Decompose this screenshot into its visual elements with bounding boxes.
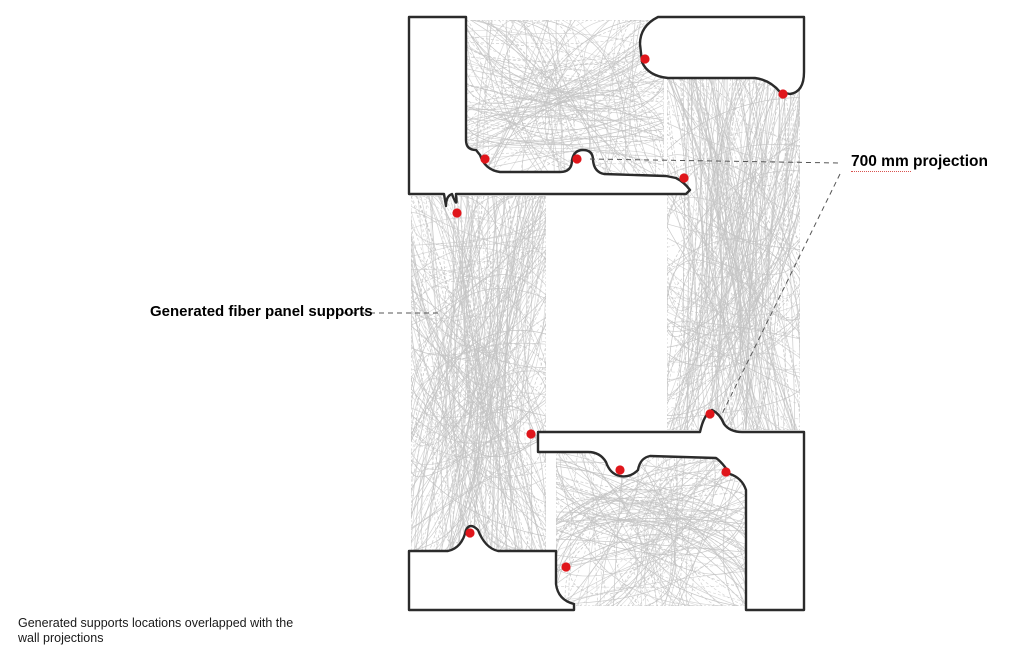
annotation-projection: 700 mm projection — [851, 153, 988, 170]
leader-projection-top — [589, 158, 841, 164]
support-point — [465, 528, 475, 538]
support-point — [526, 429, 536, 439]
fiber-region-tl — [466, 20, 664, 178]
leader-lines — [343, 158, 841, 415]
wall-bottom-right — [536, 408, 806, 612]
support-point — [679, 173, 689, 183]
wall-projections — [407, 15, 806, 612]
support-point — [705, 409, 715, 419]
support-point — [452, 208, 462, 218]
annotation-fiber-panel-supports: Generated fiber panel supports — [150, 303, 373, 320]
support-point — [721, 467, 731, 477]
support-point — [640, 54, 650, 64]
support-point — [480, 154, 490, 164]
fiber-region-r — [667, 78, 800, 430]
wall-top-left — [407, 15, 692, 208]
support-point — [778, 89, 788, 99]
support-point — [561, 562, 571, 572]
fiber-mesh — [411, 20, 800, 606]
support-point — [572, 154, 582, 164]
support-point — [615, 465, 625, 475]
fiber-region-br — [556, 448, 746, 606]
wall-bottom-left — [407, 524, 576, 612]
figure-caption: Generated supports locations overlapped … — [18, 616, 294, 645]
support-points — [452, 54, 788, 572]
fiber-region-l — [411, 196, 546, 550]
spellcheck-underline — [851, 171, 911, 172]
wall-top-right — [638, 15, 806, 96]
